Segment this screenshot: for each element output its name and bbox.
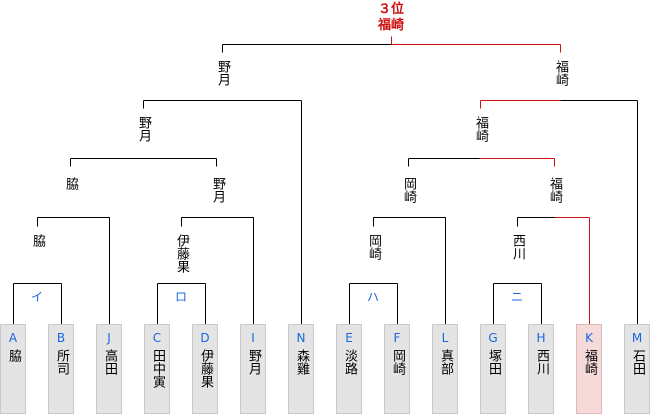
entry-box: H 西川 — [528, 324, 554, 414]
entry-box: D 伊藤果 — [192, 324, 218, 414]
entry-name: 西川 — [534, 349, 549, 375]
round-winner: 野月 — [136, 116, 151, 142]
entry-name: 脇 — [6, 349, 21, 362]
entry-seed: C — [152, 331, 162, 345]
entry-box: L 真部 — [432, 324, 458, 414]
round-winner: 岡崎 — [401, 177, 416, 203]
entry-seed: K — [585, 331, 593, 345]
place-label: ３位 — [377, 2, 405, 17]
group-label: ハ — [366, 290, 380, 304]
round-winner: 西川 — [510, 234, 525, 260]
entry-seed: G — [488, 331, 498, 345]
entry-box: C 田中寅 — [144, 324, 170, 414]
group-label: イ — [30, 290, 44, 304]
entry-name: 岡崎 — [390, 349, 405, 375]
entry-name: 所司 — [54, 349, 69, 375]
round-winner: 野月 — [210, 177, 225, 203]
entry-name: 福崎 — [582, 349, 597, 375]
entry-seed: L — [441, 331, 449, 345]
entry-box: E 淡路 — [336, 324, 362, 414]
entry-name: 野月 — [246, 349, 261, 375]
round-winner: 野月 — [215, 60, 230, 86]
round-winner: 福崎 — [473, 116, 488, 142]
round-winner: 岡崎 — [366, 234, 381, 260]
entry-box: B 所司 — [48, 324, 74, 414]
entry-seed: F — [393, 331, 401, 345]
champion-name: 福崎 — [377, 18, 405, 33]
entry-seed: I — [251, 331, 255, 345]
entry-seed: M — [631, 331, 643, 345]
entry-name: 高田 — [102, 349, 117, 375]
entry-name: 田中寅 — [150, 349, 165, 388]
round-winner: 脇 — [30, 234, 45, 247]
group-label: ロ — [174, 290, 188, 304]
entry-box: F 岡崎 — [384, 324, 410, 414]
entry-seed: J — [107, 331, 111, 345]
group-label: ニ — [510, 290, 524, 304]
round-winner: 脇 — [63, 177, 78, 190]
entry-name: 伊藤果 — [198, 349, 213, 388]
entry-box: N 森雞 — [288, 324, 314, 414]
entry-seed: A — [8, 331, 18, 345]
round-winner: 福崎 — [553, 60, 568, 86]
entry-seed: B — [56, 331, 66, 345]
entry-seed: D — [200, 331, 210, 345]
entry-box: J 高田 — [96, 324, 122, 414]
entry-box: G 塚田 — [480, 324, 506, 414]
entry-box: K 福崎 — [576, 324, 602, 414]
entry-name: 石田 — [630, 349, 645, 375]
entry-seed: N — [296, 331, 306, 345]
round-winner: 福崎 — [547, 177, 562, 203]
entry-name: 森雞 — [294, 349, 309, 375]
entry-box: M 石田 — [624, 324, 650, 414]
champion-label: ３位 福崎 — [378, 2, 404, 34]
entry-name: 淡路 — [342, 349, 357, 375]
entry-name: 真部 — [438, 349, 453, 375]
entry-seed: H — [536, 331, 546, 345]
entry-box: I 野月 — [240, 324, 266, 414]
entry-name: 塚田 — [486, 349, 501, 375]
round-winner: 伊藤果 — [174, 234, 189, 273]
entry-seed: E — [345, 331, 353, 345]
